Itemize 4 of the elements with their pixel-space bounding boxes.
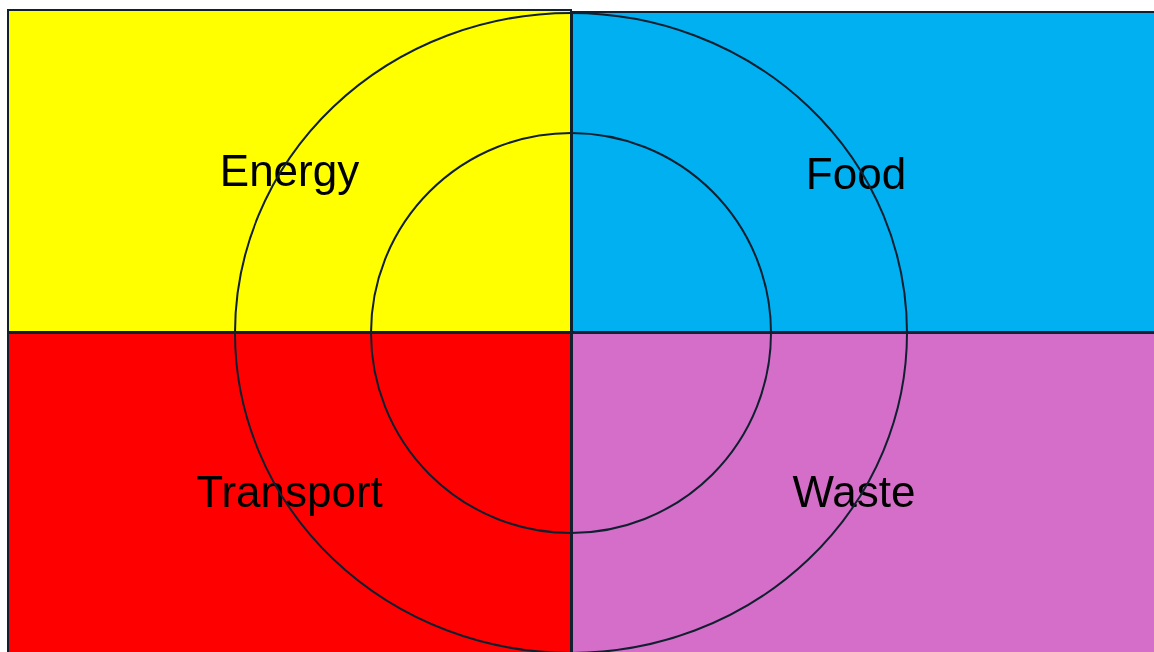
quadrant-panel	[7, 9, 572, 333]
quadrant-panel	[7, 332, 572, 652]
quadrant-panel	[571, 11, 1154, 333]
quadrant-panel	[571, 332, 1154, 652]
